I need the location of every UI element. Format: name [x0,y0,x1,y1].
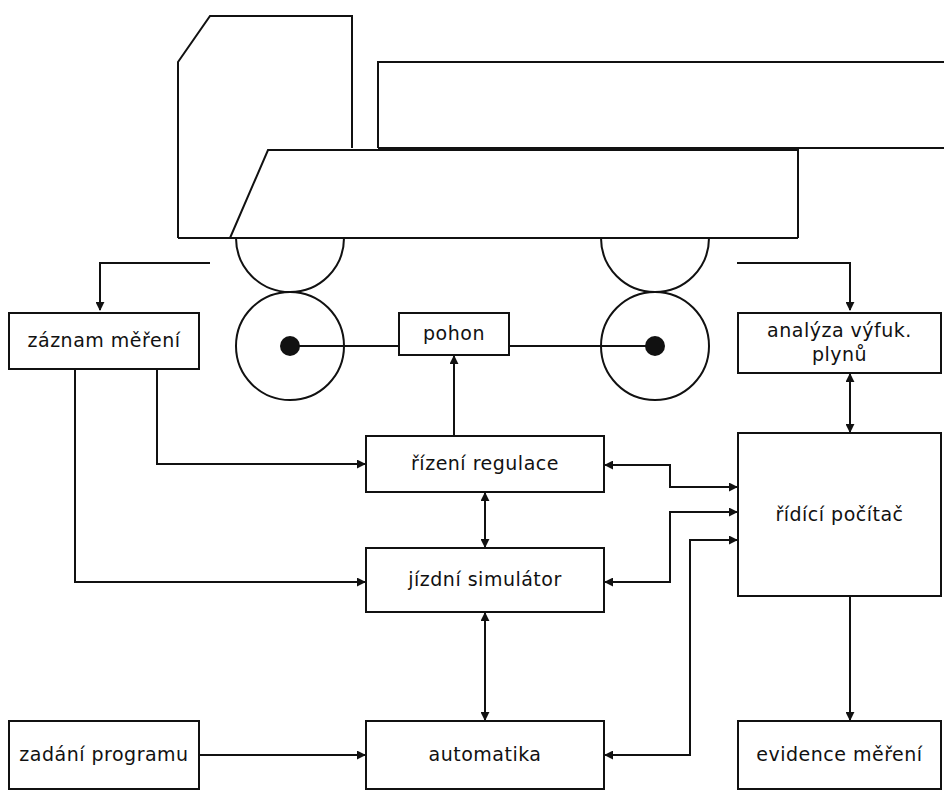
control-regulation-box: řízení regulace [365,435,605,493]
wheel-hub [645,336,665,356]
signal-connector [849,374,851,432]
exhaust-analysis-box: analýza výfuk. plynů [737,312,942,374]
truck-bed [230,150,798,238]
signal-connector [849,597,851,720]
signal-connector [453,356,455,435]
signal-connector [605,512,737,582]
box-label: jízdní simulátor [408,568,562,592]
signal-connector [200,754,365,756]
signal-connector [75,370,365,582]
cargo-box-edge [378,147,944,149]
exhaust-tap [737,263,850,310]
signal-connector [605,540,737,755]
box-label: řízení regulace [411,452,559,476]
truck-chassis [178,237,798,239]
automation-box: automatika [365,720,605,790]
signal-connector [157,370,365,464]
drive-box: pohon [398,312,510,356]
signal-connector [484,613,486,720]
measurement-record-box: záznam měření [8,312,200,370]
program-input-box: zadání programu [8,720,200,790]
fender [601,238,709,292]
box-label: zadání programu [19,743,188,767]
box-label: pohon [423,322,485,346]
wheel-hub [280,336,300,356]
signal-connector [484,493,486,547]
box-label: záznam měření [28,329,181,353]
measurement-log-box: evidence měření [737,720,942,790]
driving-simulator-box: jízdní simulátor [365,547,605,613]
cargo-box [378,62,944,148]
control-computer-box: řídící počítač [737,432,942,597]
measure-tap [100,263,210,310]
box-label: analýza výfuk. plynů [747,319,932,367]
box-label: automatika [429,743,542,767]
fender [236,238,344,292]
box-label: řídící počítač [775,503,903,527]
signal-connector [605,465,737,487]
truck-cab [178,16,352,238]
box-label: evidence měření [756,743,922,767]
